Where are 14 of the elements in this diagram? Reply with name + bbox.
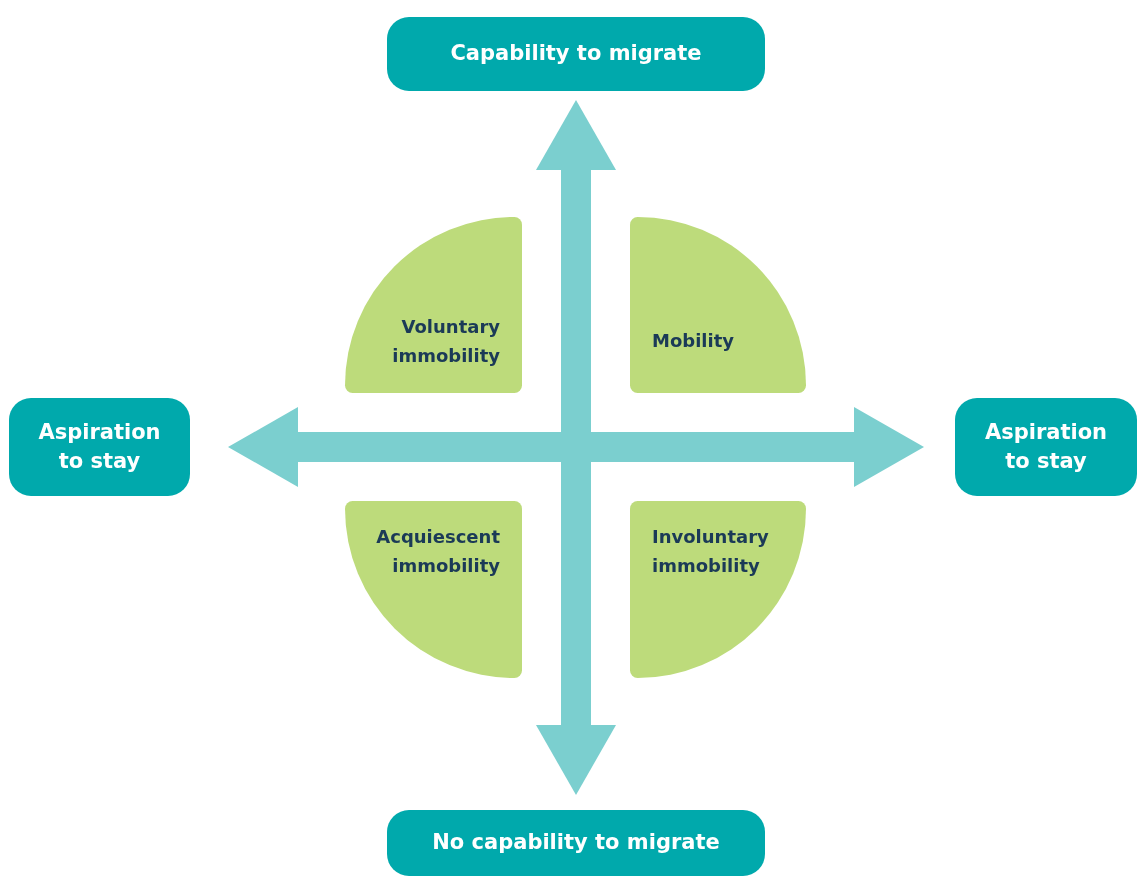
double-arrow xyxy=(228,407,924,487)
category-box xyxy=(387,17,765,91)
category-box xyxy=(9,398,190,496)
category-box xyxy=(387,810,765,876)
quadrant-label: Mobility xyxy=(652,329,734,353)
quadrant-label: Voluntary immobility xyxy=(391,315,500,368)
category-label: Capability to migrate xyxy=(450,40,702,68)
quadrant-label: Involuntary immobility xyxy=(652,525,770,578)
category-label: Aspiration to stay xyxy=(983,418,1109,475)
double-arrow xyxy=(536,100,616,795)
quadrant-label: Acquiescent immobility xyxy=(375,525,500,578)
category-box xyxy=(955,398,1137,496)
category-label: No capability to migrate xyxy=(432,829,720,857)
category-label: Aspiration to stay xyxy=(37,418,162,475)
